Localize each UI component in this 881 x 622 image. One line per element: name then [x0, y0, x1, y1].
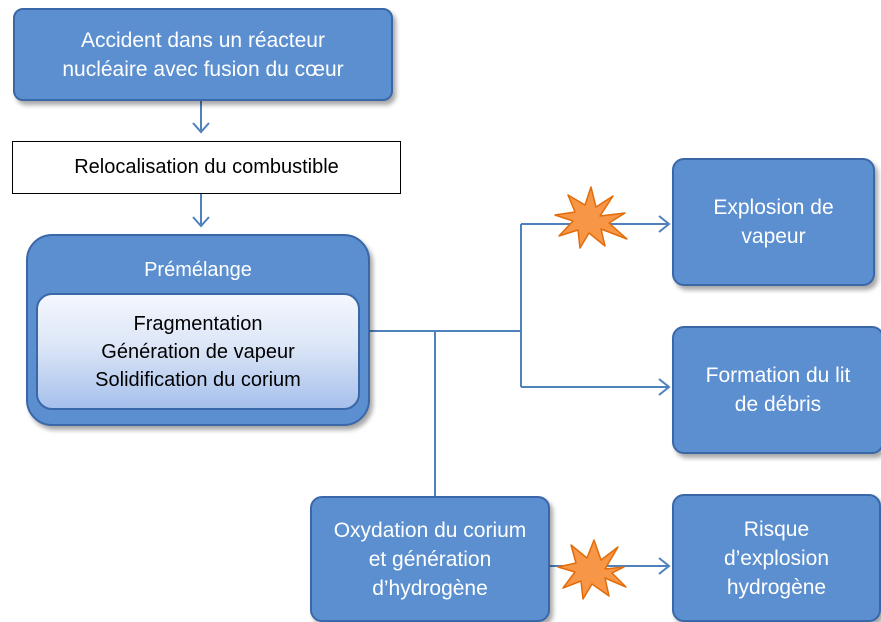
formation-lit-node: Formation du lit de débris	[672, 326, 881, 454]
arrowhead	[192, 216, 210, 228]
explosion-burst-icon	[557, 539, 627, 600]
formation-lit-line-2: de débris	[734, 393, 822, 416]
premelange-title: Prémélange	[144, 259, 252, 281]
oxydation-line-3: d’hydrogène	[372, 576, 488, 600]
explosion-burst-icon	[554, 186, 628, 249]
explosion-vapeur-node: Explosion de vapeur	[672, 158, 875, 286]
arrowhead	[192, 122, 210, 134]
risque-line-3: hydrogène	[726, 575, 827, 599]
premelange-item-vapeur: Génération de vapeur	[101, 340, 295, 363]
oxydation-line-1: Oxydation du corium	[333, 518, 527, 542]
relocalisation-node: Relocalisation du combustible	[12, 141, 401, 194]
arrowhead	[658, 215, 671, 233]
explosion-vapeur-line-1: Explosion de	[713, 196, 834, 219]
relocalisation-label: Relocalisation du combustible	[74, 156, 339, 178]
oxydation-line-2: et génération	[368, 547, 492, 571]
accident-node: Accident dans un réacteur nucléaire avec…	[13, 8, 393, 101]
arrowhead	[658, 557, 671, 575]
accident-line-1: Accident dans un réacteur	[81, 28, 325, 52]
accident-line-2: nucléaire avec fusion du cœur	[62, 57, 344, 81]
risque-line-1: Risque	[743, 517, 810, 541]
risque-node: Risque d’explosion hydrogène	[672, 494, 881, 622]
oxydation-node: Oxydation du corium et génération d’hydr…	[310, 496, 550, 622]
explosion-vapeur-line-2: vapeur	[741, 225, 806, 248]
premelange-item-solidification: Solidification du corium	[95, 368, 301, 391]
premelange-inner-panel: Fragmentation Génération de vapeur Solid…	[36, 293, 360, 410]
premelange-item-fragmentation: Fragmentation	[133, 312, 263, 335]
risque-line-2: d’explosion	[723, 546, 830, 570]
arrowhead	[658, 378, 671, 396]
formation-lit-line-1: Formation du lit	[705, 364, 851, 387]
